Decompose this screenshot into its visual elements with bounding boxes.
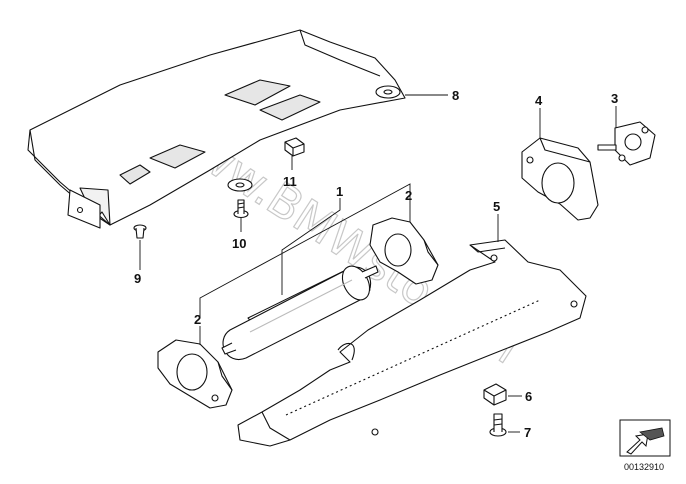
callout-5: 5	[493, 199, 500, 214]
fuel-filter-part-1	[221, 265, 379, 361]
callout-2-lower: 2	[194, 312, 201, 327]
callout-11: 11	[283, 174, 297, 189]
underbody-shield-part	[27, 29, 406, 229]
clip-part-6	[483, 383, 507, 406]
screw-part-7	[489, 413, 507, 437]
callout-10: 10	[232, 236, 246, 251]
reference-code: 00132910	[624, 462, 664, 472]
sensor-part-3	[597, 121, 656, 166]
arrow-icon	[626, 427, 665, 455]
callout-4: 4	[535, 93, 543, 108]
screw-part-10	[233, 199, 249, 219]
callout-7: 7	[524, 425, 531, 440]
reference-box: 00132910	[619, 419, 671, 472]
bracket-part-4	[521, 137, 599, 221]
clamp-part-2-upper	[369, 217, 439, 285]
clip-part-11	[284, 137, 305, 157]
leader-1	[281, 198, 341, 295]
clamp-part-2-lower	[157, 339, 233, 409]
cover-plate-part-5	[237, 239, 587, 447]
rivet-part-9	[133, 224, 147, 239]
callout-1: 1	[336, 184, 343, 199]
callout-8: 8	[452, 88, 459, 103]
callout-9: 9	[134, 271, 141, 286]
callout-3: 3	[611, 91, 618, 106]
callout-6: 6	[525, 389, 532, 404]
callout-2-upper: 2	[405, 188, 412, 203]
leader-2-upper	[199, 183, 411, 318]
